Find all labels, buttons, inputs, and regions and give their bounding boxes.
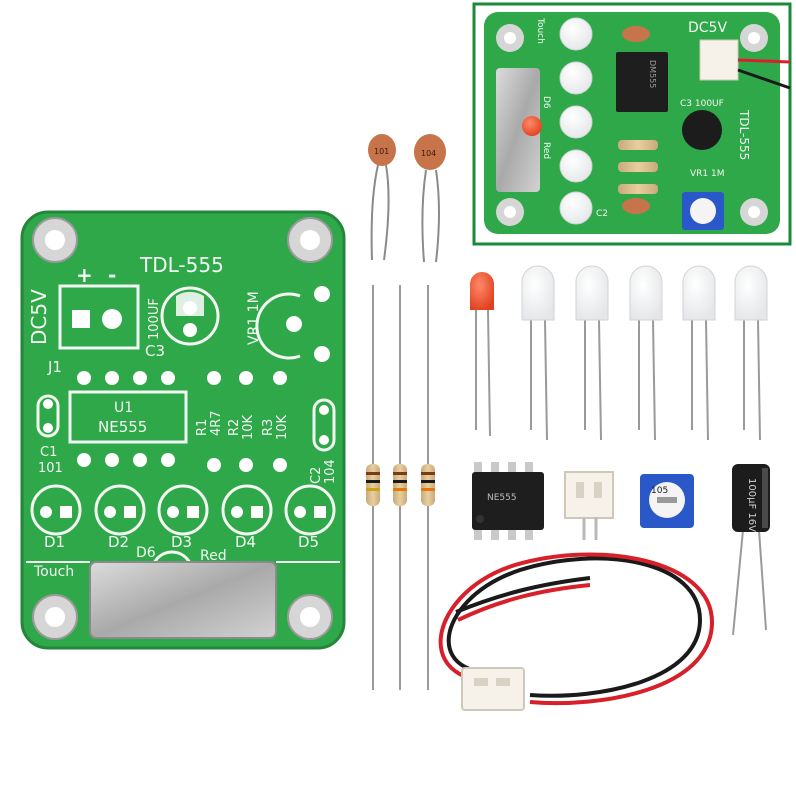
led-label-d3: D3 [171, 533, 192, 551]
resistors [366, 285, 435, 690]
led-label-d4: D4 [235, 533, 256, 551]
cap-101-label: 101 [374, 147, 389, 156]
power-label: DC5V [27, 289, 51, 345]
inset-d6-label: D6 [541, 96, 551, 109]
c2-value: 104 [323, 459, 338, 484]
vr1-footprint [255, 286, 330, 362]
j1-label: J1 [47, 358, 62, 376]
electrolytic-label: 100µF 16V [746, 478, 757, 532]
trimmer-label: 105 [651, 486, 668, 496]
inset-touch-label: Touch [535, 17, 545, 44]
cap-104-label: 104 [421, 149, 436, 158]
inset-power-label: DC5V [688, 20, 727, 36]
mounting-hole-bl [32, 594, 78, 640]
r1-label: R1 [195, 419, 210, 436]
pcb-board: TDL-555 DC5V + - J1 100UF C3 VR1 1M [20, 210, 346, 650]
c1-label: C1 [40, 445, 57, 460]
c3-value: 100UF [147, 298, 162, 340]
c1-footprint [36, 394, 60, 438]
jst-header [564, 471, 614, 540]
j1-connector-footprint [58, 284, 140, 350]
inset-c2-label: C2 [596, 209, 608, 219]
ic-label: NE555 [98, 418, 147, 436]
resistor-footprints [207, 371, 287, 472]
ne555-chip [472, 462, 544, 540]
mounting-hole-tr [287, 217, 333, 263]
c1-value: 101 [38, 461, 63, 476]
c3-footprint [160, 286, 220, 346]
touch-label: Touch [33, 564, 74, 580]
r2-label: R2 [227, 419, 242, 436]
plus-label: + [76, 263, 93, 287]
inset-red-label: Red [541, 142, 551, 159]
led-label-d5: D5 [298, 533, 319, 551]
c2-footprint [312, 398, 336, 452]
inset-title: TDL-555 [737, 109, 751, 160]
r3-label: R3 [261, 419, 276, 436]
board-title: TDL-555 [139, 253, 224, 277]
u1-label: U1 [114, 400, 133, 416]
led-footprints [30, 484, 336, 536]
r3-value: 10K [275, 414, 290, 440]
d6-label: D6 [136, 545, 156, 561]
r1-value: 4R7 [209, 410, 224, 436]
r2-value: 10K [241, 414, 256, 440]
minus-label: - [108, 263, 116, 287]
mounting-hole-br [287, 594, 333, 640]
led-label-d1: D1 [44, 533, 65, 551]
u1-footprint [68, 371, 188, 467]
power-cable [438, 552, 715, 711]
ceramic-capacitor-101 [368, 134, 396, 261]
ceramic-capacitor-104 [414, 134, 446, 263]
vr1-label: VR1 1M [246, 291, 262, 345]
led-label-d2: D2 [108, 533, 129, 551]
inset-ic-marking: DM555 [648, 60, 657, 88]
trimmer-potentiometer [640, 474, 694, 528]
red-label: Red [200, 548, 227, 564]
chip-marking: NE555 [487, 493, 517, 503]
inset-c3-label: C3 100UF [680, 99, 724, 109]
assembled-board-inset [472, 2, 792, 246]
electrolytic-capacitor [732, 464, 770, 636]
inset-vr1-label: VR1 1M [690, 169, 725, 179]
touch-pad [89, 561, 277, 639]
red-led [470, 272, 494, 437]
c3-label: C3 [145, 342, 165, 360]
c2-label: C2 [309, 467, 324, 484]
white-leds [521, 265, 768, 441]
mounting-hole-tl [32, 217, 78, 263]
